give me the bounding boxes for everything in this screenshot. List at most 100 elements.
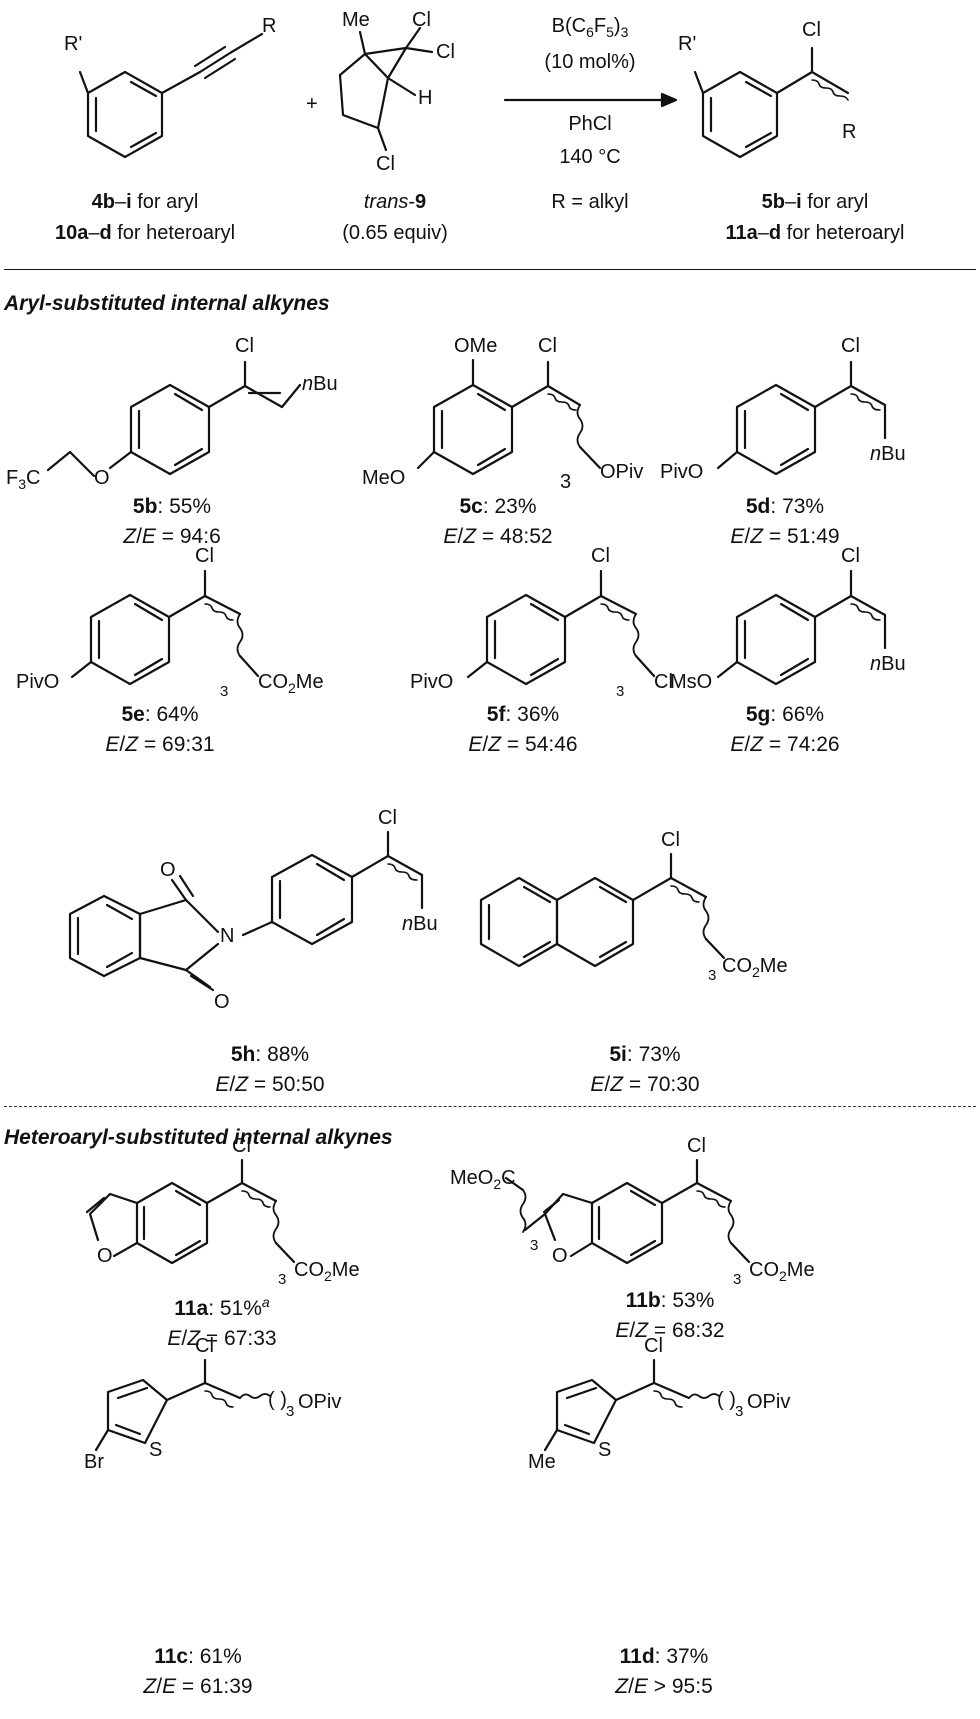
atom-o: O (160, 859, 176, 881)
atom-nbu: nBu (870, 443, 906, 465)
atom-co2me: CO2Me (749, 1259, 815, 1284)
atom-ome: OMe (454, 335, 498, 357)
caption-5i: 5i: 73% E/Z = 70:30 (590, 1043, 700, 1096)
chain-count-3: 3 (530, 1237, 539, 1254)
compound-yield: : 64% (144, 703, 199, 726)
structure-11d (543, 1358, 720, 1452)
caption-5g: 5g: 66% E/Z = 74:26 (730, 703, 840, 756)
caption-5h: 5h: 88% E/Z = 50:50 (215, 1043, 325, 1096)
compound-ratio: = 94:6 (155, 525, 221, 548)
compound-id: 5c (459, 495, 483, 518)
compound-ratio: = 67:33 (200, 1327, 277, 1350)
chain-count-3: 3 (286, 1403, 295, 1420)
atom-cl: Cl (195, 1335, 214, 1357)
chain-count-3: 3 (560, 471, 572, 493)
compound-id: 5h (230, 1043, 256, 1066)
product-structure (693, 46, 850, 159)
reaction-arrow (503, 92, 678, 108)
compound-yield: : 23% (482, 495, 537, 518)
compound-yield: : 88% (255, 1043, 310, 1066)
compound-id: 11d (619, 1645, 655, 1668)
compound-ratio: = 68:32 (648, 1319, 725, 1342)
compound-yield: : 66% (770, 703, 825, 726)
compound-ratio: = 70:30 (623, 1073, 700, 1096)
chain-count-3: 3 (278, 1271, 287, 1288)
r-definition: R = alkyl (551, 191, 629, 213)
structure-5f (466, 569, 656, 686)
reagent-me-label: Me (342, 9, 370, 31)
reagent-equiv: (0.65 equiv) (342, 222, 448, 244)
section-divider (4, 1106, 976, 1107)
atom-co2me: CO2Me (294, 1259, 360, 1284)
compound-id: 11a (174, 1297, 209, 1320)
product-cl-label: Cl (802, 19, 821, 41)
structure-11b (504, 1158, 751, 1265)
substrate-caption-line2: 10a–d for heteroaryl (54, 222, 236, 244)
atom-co2me: CO2Me (722, 955, 788, 980)
product-caption-line2: 11a–d for heteroaryl (725, 222, 905, 244)
chain-bracket: ( ) (717, 1389, 736, 1411)
caption-5b: 5b: 55% Z/E = 94:6 (123, 495, 221, 548)
compound-yield: : 73% (770, 495, 825, 518)
chain-count-3: 3 (735, 1403, 744, 1420)
atom-br: Br (84, 1451, 104, 1473)
atom-pivo: PivO (660, 461, 704, 483)
chain-count-3: 3 (220, 683, 229, 700)
atom-o: O (97, 1245, 113, 1267)
reagent-structure (338, 26, 434, 152)
atom-o: O (552, 1245, 568, 1267)
compound-id: 11b (625, 1289, 661, 1312)
compound-yield: : 61% (188, 1645, 242, 1668)
atom-meo2c: MeO2C (450, 1167, 516, 1192)
caption-5d: 5d: 73% E/Z = 51:49 (730, 495, 840, 548)
structure-5c (416, 358, 602, 476)
section-title-aryl: Aryl-substituted internal alkynes (4, 292, 330, 315)
compound-ratio: > 95:5 (647, 1675, 713, 1698)
structure-5i (479, 852, 726, 968)
compound-id: 5f (486, 703, 506, 726)
solvent-label: PhCl (568, 113, 612, 135)
atom-n: N (220, 925, 235, 947)
atom-opiv: OPiv (298, 1391, 342, 1413)
compound-yield: : 55% (157, 495, 212, 518)
atom-o: O (94, 467, 110, 489)
caption-5e: 5e: 64% E/Z = 69:31 (105, 703, 215, 756)
structure-11c (94, 1358, 271, 1452)
substrate-r-label: R (262, 15, 277, 37)
compound-ratio: = 50:50 (248, 1073, 325, 1096)
catalyst-label: B(C6F5)3 (551, 15, 629, 40)
structure-11a (85, 1158, 296, 1265)
atom-cl: Cl (591, 545, 610, 567)
caption-11a: 11a: 51%a E/Z = 67:33 (167, 1294, 277, 1350)
compound-yield: : 36% (505, 703, 560, 726)
atom-nbu: nBu (402, 913, 438, 935)
reagent-cl-label: Cl (412, 9, 431, 31)
substrate-caption-line1: 4b–i for aryl (91, 191, 199, 213)
caption-11c: 11c: 61% Z/E = 61:39 (143, 1645, 253, 1698)
compound-yield: : 73% (626, 1043, 681, 1066)
structure-5h (68, 830, 424, 992)
compound-id: 11c (154, 1645, 189, 1668)
structure-5d (716, 360, 887, 476)
product-r-label: R (842, 121, 857, 143)
atom-pivo: PivO (16, 671, 60, 693)
atom-cl: Cl (195, 545, 214, 567)
compound-ratio: = 48:52 (476, 525, 553, 548)
atom-cl: Cl (378, 807, 397, 829)
compound-ratio: = 74:26 (763, 733, 840, 756)
footnote-marker: a (261, 1294, 270, 1310)
reagent-h-label: H (418, 87, 433, 109)
atom-cl: Cl (841, 335, 860, 357)
substrate-r-prime-label: R' (64, 33, 83, 55)
atom-cl: Cl (235, 335, 254, 357)
compound-ratio: = 61:39 (176, 1675, 253, 1698)
atom-nbu: nBu (870, 653, 906, 675)
chain-count-3: 3 (733, 1271, 742, 1288)
caption-5f: 5f: 36% E/Z = 54:46 (468, 703, 578, 756)
compound-ratio: = 54:46 (501, 733, 578, 756)
compound-yield: : 51% (208, 1297, 262, 1320)
reagent-cl-bottom-label: Cl (376, 153, 395, 175)
compound-id: 5b (132, 495, 158, 518)
caption-11d: 11d: 37% Z/E > 95:5 (615, 1645, 713, 1698)
compound-id: 5d (745, 495, 771, 518)
